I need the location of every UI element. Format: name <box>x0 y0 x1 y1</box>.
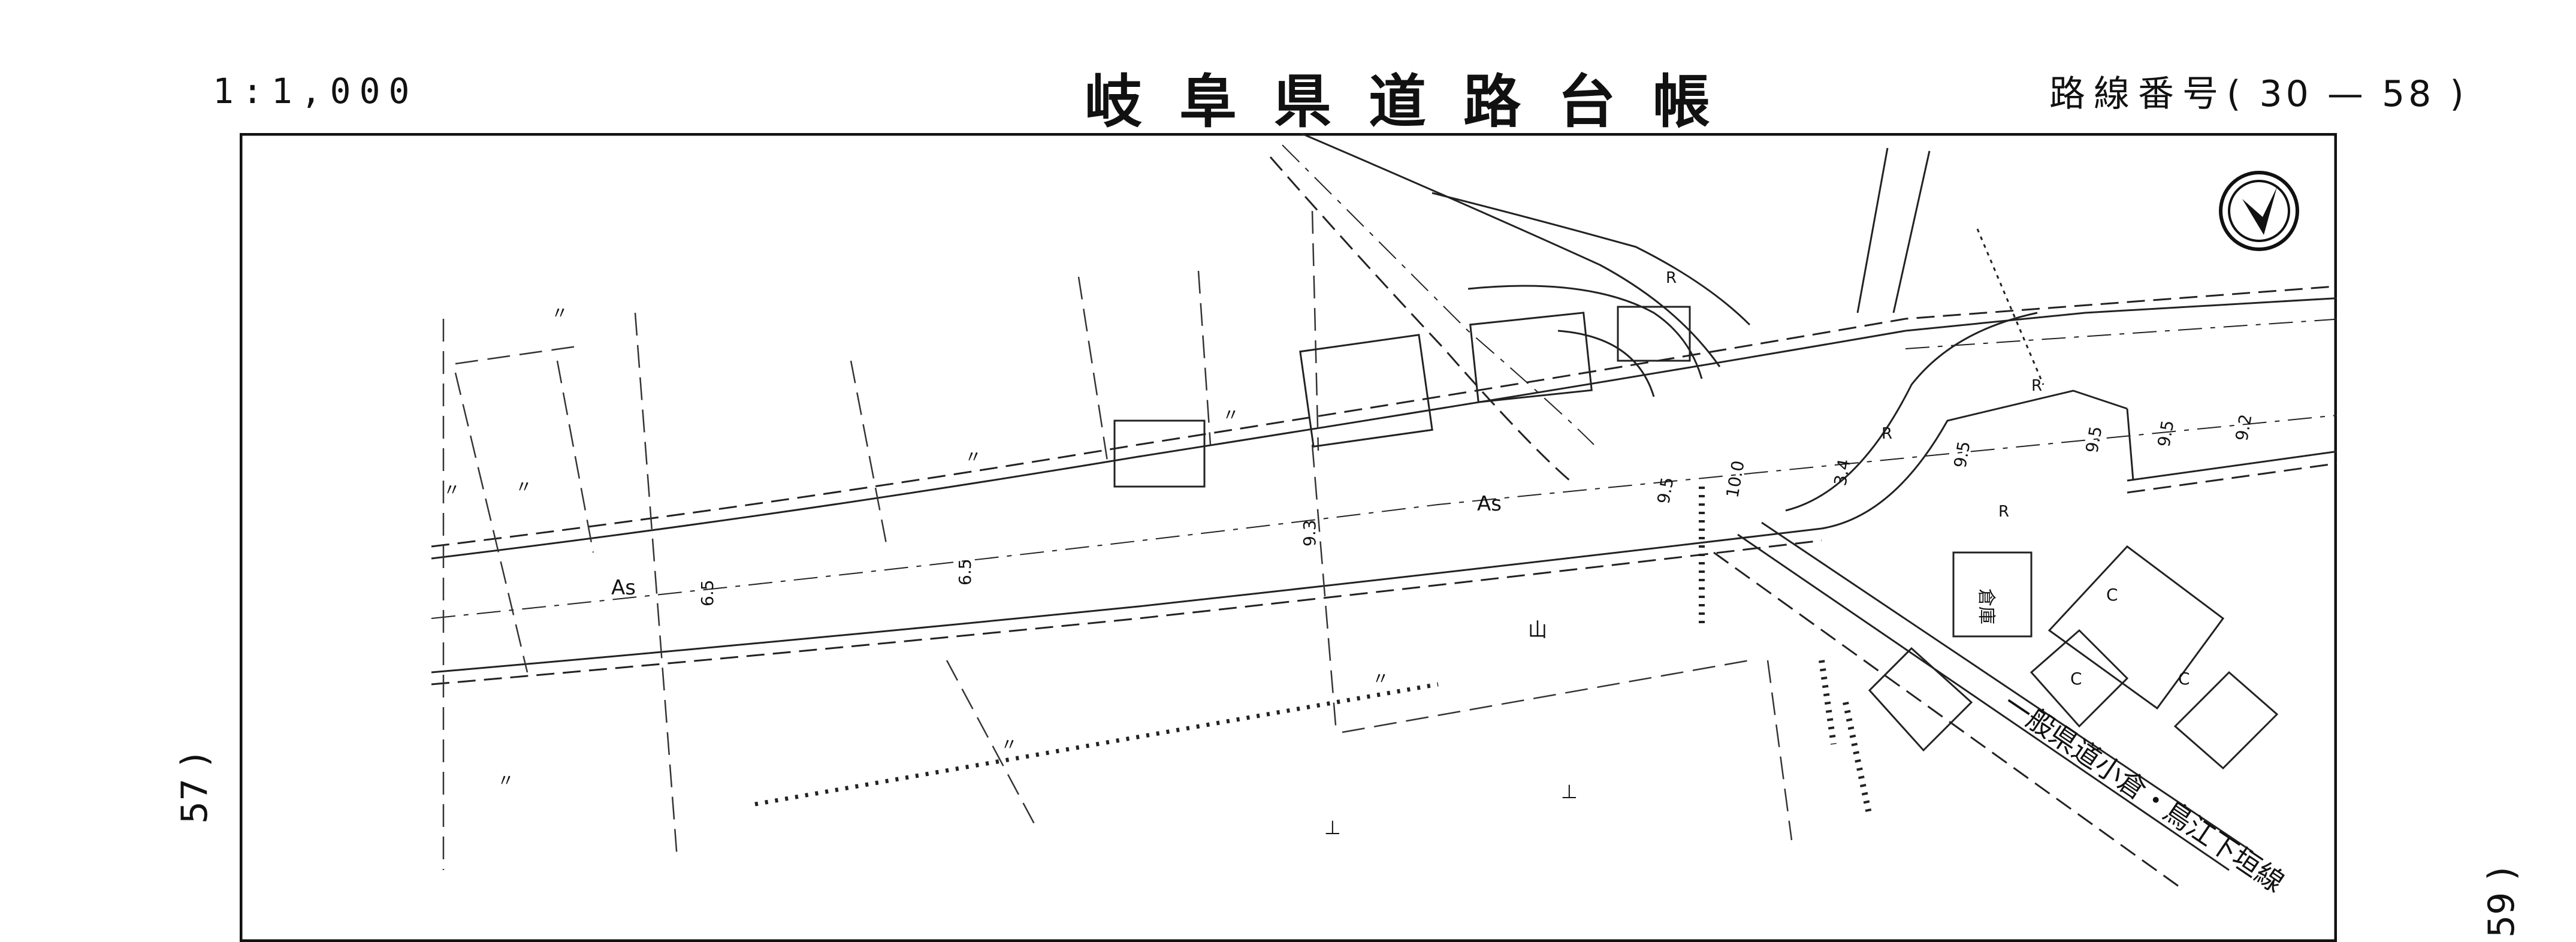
curve-radius-label: R <box>1666 269 1677 287</box>
pavement-label: As <box>611 576 636 600</box>
fence-lines <box>754 147 2045 817</box>
route-number-value: 30 — 58 <box>2259 73 2435 115</box>
road-boundary-south <box>431 539 1822 686</box>
main-road <box>431 285 2337 686</box>
parcel-ditto-mark: 〃 <box>1222 405 1239 425</box>
material-label: C <box>2070 669 2082 689</box>
building <box>1617 306 1691 362</box>
road-edge-north <box>431 330 1906 560</box>
building <box>2030 629 2129 728</box>
road-edge-east-south <box>2127 450 2337 482</box>
road-map: 一般県道小倉・鳥江下垣線 As As 6.5 6.5 9.3 9.5 10.0 … <box>240 133 2337 942</box>
route-number-label: 路線番号 <box>2049 73 2227 115</box>
material-label: C <box>2178 669 2190 689</box>
building <box>1952 551 2033 638</box>
land-use-symbol: ⊥ <box>1324 816 1341 839</box>
building <box>1469 312 1593 403</box>
road-width-label: 6.5 <box>955 558 975 585</box>
road-edge-south <box>431 527 1822 674</box>
map-title: 岐阜県道路台帳 <box>1085 68 1747 135</box>
parcel-ditto-mark: 〃 <box>551 303 568 323</box>
curve-radius-label: R <box>2031 377 2042 395</box>
diagonal-road <box>1713 312 2254 889</box>
road-width-label: 9.3 <box>1300 520 1319 547</box>
road-edge-east-inner <box>1905 318 2337 349</box>
road-width-label: 9.5 <box>2154 419 2178 449</box>
crossing-road <box>1269 133 1751 482</box>
material-label: C <box>2106 585 2118 605</box>
buildings <box>1113 306 2279 770</box>
parcel-lines <box>442 210 1793 870</box>
building <box>2047 545 2225 710</box>
curve-radius-label: R <box>1998 503 2009 521</box>
land-use-symbol: ⊥ <box>1561 780 1578 803</box>
curve-radius-label: R <box>1882 425 1892 443</box>
parcel-ditto-mark: 〃 <box>965 447 982 467</box>
map-scale: 1:1,000 <box>213 71 418 111</box>
building <box>2173 671 2279 770</box>
parcel-ditto-mark: 〃 <box>515 477 532 497</box>
road-centerline <box>431 414 2337 619</box>
parcel-ditto-mark: 〃 <box>1372 669 1389 689</box>
north-arrow-icon <box>2219 171 2299 251</box>
road-width-label: 10.0 <box>1722 459 1748 499</box>
route-number-close: ) <box>2450 73 2468 115</box>
route-number-open: ( <box>2227 73 2245 115</box>
pavement-label: As <box>1477 492 1502 516</box>
building <box>1113 419 1206 488</box>
adjacent-sheet-right: 59 ) <box>2481 866 2523 938</box>
road-width-label: 9.2 <box>2231 413 2255 443</box>
map-border <box>240 133 2337 942</box>
road-width-label: 3.4 <box>1830 458 1854 488</box>
parcel-ditto-mark: 〃 <box>497 771 514 790</box>
parcel-ditto-mark: 〃 <box>443 480 460 500</box>
route-number: 路線番号( 30 — 58 ) <box>2049 65 2468 117</box>
road-width-label: 6.5 <box>697 579 717 606</box>
road-width-label: 9.5 <box>1950 440 1974 470</box>
road-width-label: 9.5 <box>2082 425 2106 455</box>
road-boundary-east-south <box>2127 462 2337 494</box>
road-name-label: 一般県道小倉・鳥江下垣線 <box>1998 687 2290 898</box>
building <box>1868 647 1973 752</box>
building <box>1299 334 1433 448</box>
road-edge-east-north <box>1905 297 2337 332</box>
building-label: 倉庫 <box>1976 588 1997 624</box>
land-use-symbol: 山 <box>1528 618 1547 641</box>
adjacent-sheet-left: 57 ) <box>174 753 216 824</box>
road-width-label: 9.5 <box>1653 476 1677 506</box>
parcel-ditto-mark: 〃 <box>1001 735 1017 754</box>
road-boundary-north <box>431 285 2337 548</box>
